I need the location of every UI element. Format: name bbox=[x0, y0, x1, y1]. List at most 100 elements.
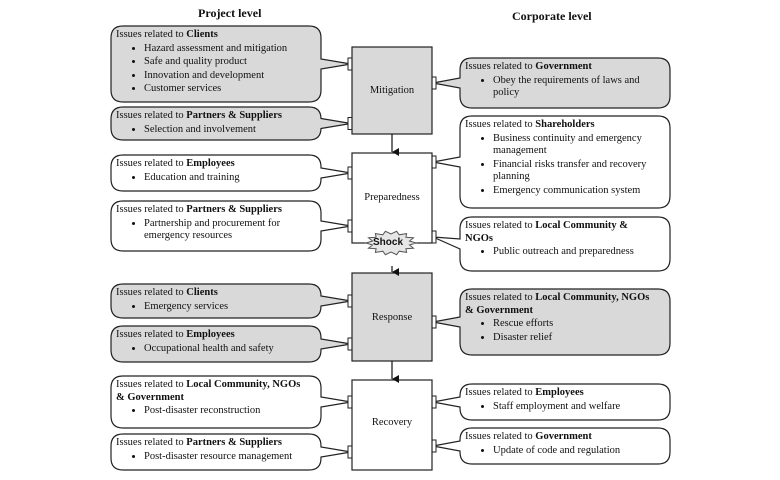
issue-item: Safe and quality product bbox=[144, 55, 307, 69]
callout-shape bbox=[110, 283, 352, 319]
issue-list: Hazard assessment and mitigationSafe and… bbox=[116, 42, 307, 96]
phase-recovery: Recovery bbox=[371, 417, 413, 428]
issue-list: Emergency services bbox=[116, 300, 307, 314]
issue-item: Update of code and regulation bbox=[493, 444, 656, 458]
issue-box-prefix: Issues related to bbox=[116, 110, 187, 121]
phase-box-recovery bbox=[351, 379, 433, 471]
issue-list: Public outreach and preparedness bbox=[465, 245, 656, 259]
issue-list: Partnership and procurement for emergenc… bbox=[116, 217, 307, 243]
issue-box-l-0: Issues related to ClientsHazard assessme… bbox=[111, 26, 319, 102]
issue-item: Emergency services bbox=[144, 300, 307, 314]
phase-mitigation: Mitigation bbox=[369, 85, 415, 96]
issue-box-l-7: Issues related to Partners & SuppliersPo… bbox=[111, 434, 319, 470]
phase-box-preparedness bbox=[351, 152, 433, 244]
issue-box-prefix: Issues related to bbox=[465, 119, 536, 130]
stakeholder-name: Partners & Suppliers bbox=[186, 437, 282, 448]
issue-box-l-5: Issues related to EmployeesOccupational … bbox=[111, 326, 319, 362]
issue-box-title: Issues related to Partners & Suppliers bbox=[116, 204, 307, 217]
issue-box-prefix: Issues related to bbox=[116, 287, 187, 298]
issue-box-prefix: Issues related to bbox=[465, 61, 536, 72]
issue-item: Customer services bbox=[144, 82, 307, 96]
callout-shape bbox=[110, 375, 352, 429]
issue-box-r-12: Issues related to EmployeesStaff employm… bbox=[460, 384, 668, 420]
issue-box-r-11: Issues related to Local Community, NGOs … bbox=[460, 289, 668, 355]
corporate-level-header: Corporate level bbox=[512, 9, 592, 23]
issue-list: Business continuity and emergency manage… bbox=[465, 132, 656, 198]
issue-item: Innovation and development bbox=[144, 69, 307, 83]
callout-shape bbox=[432, 57, 671, 109]
stakeholder-name: Clients bbox=[186, 29, 218, 40]
stakeholder-name: Employees bbox=[186, 329, 235, 340]
issue-box-title: Issues related to Employees bbox=[465, 387, 656, 400]
connector-tick bbox=[431, 439, 437, 453]
issue-box-title: Issues related to Employees bbox=[116, 158, 307, 171]
issue-item: Financial risks transfer and recovery pl… bbox=[493, 158, 656, 184]
issue-item: Obey the requirements of laws and policy bbox=[493, 74, 656, 100]
stakeholder-name: Local Community, NGOs & Government bbox=[465, 292, 650, 316]
issue-box-prefix: Issues related to bbox=[116, 204, 187, 215]
issue-box-l-4: Issues related to ClientsEmergency servi… bbox=[111, 284, 319, 318]
callout-shape bbox=[432, 427, 671, 465]
issue-list: Occupational health and safety bbox=[116, 342, 307, 356]
issue-box-title: Issues related to Partners & Suppliers bbox=[116, 437, 307, 450]
issue-item: Business continuity and emergency manage… bbox=[493, 132, 656, 158]
phase-box-response bbox=[351, 272, 433, 362]
issue-box-title: Issues related to Local Community, NGOs … bbox=[465, 292, 656, 317]
callout-shape bbox=[110, 154, 352, 192]
issue-box-prefix: Issues related to bbox=[465, 220, 536, 231]
issue-box-prefix: Issues related to bbox=[465, 292, 536, 303]
issue-box-prefix: Issues related to bbox=[116, 379, 187, 390]
connector-tick bbox=[431, 76, 437, 90]
issue-box-prefix: Issues related to bbox=[465, 387, 536, 398]
issue-box-title: Issues related to Partners & Suppliers bbox=[116, 110, 307, 123]
stakeholder-name: Local Community, NGOs & Government bbox=[116, 379, 301, 403]
connector-tick bbox=[431, 395, 437, 409]
stakeholder-name: Government bbox=[535, 431, 592, 442]
issue-item: Public outreach and preparedness bbox=[493, 245, 656, 259]
callout-shape bbox=[432, 216, 671, 272]
connector-tick bbox=[347, 294, 353, 308]
stakeholder-name: Partners & Suppliers bbox=[186, 110, 282, 121]
issue-item: Disaster relief bbox=[493, 331, 656, 345]
issue-box-r-8: Issues related to GovernmentObey the req… bbox=[460, 58, 668, 108]
issue-list: Post-disaster resource management bbox=[116, 450, 307, 464]
connector-tick bbox=[347, 117, 353, 130]
issue-item: Hazard assessment and mitigation bbox=[144, 42, 307, 56]
connector-tick bbox=[431, 230, 437, 244]
issue-box-title: Issues related to Shareholders bbox=[465, 119, 656, 132]
issue-box-title: Issues related to Employees bbox=[116, 329, 307, 342]
issue-box-title: Issues related to Local Community, NGOs … bbox=[116, 379, 307, 404]
issue-box-title: Issues related to Clients bbox=[116, 287, 307, 300]
shock-burst bbox=[364, 230, 418, 256]
issue-box-prefix: Issues related to bbox=[116, 29, 187, 40]
issue-item: Post-disaster resource management bbox=[144, 450, 307, 464]
issue-box-l-2: Issues related to EmployeesEducation and… bbox=[111, 155, 319, 191]
callout-shape bbox=[432, 115, 671, 209]
issue-box-title: Issues related to Government bbox=[465, 431, 656, 444]
callout-shape bbox=[110, 25, 352, 103]
project-level-header: Project level bbox=[198, 6, 262, 20]
stakeholder-name: Employees bbox=[186, 158, 235, 169]
issue-box-r-10: Issues related to Local Community & NGOs… bbox=[460, 217, 668, 271]
connector-tick bbox=[347, 219, 353, 233]
issue-box-l-3: Issues related to Partners & SuppliersPa… bbox=[111, 201, 319, 251]
connector-tick bbox=[347, 166, 353, 180]
connector-tick bbox=[347, 337, 353, 351]
issue-item: Partnership and procurement for emergenc… bbox=[144, 217, 307, 243]
connector-tick bbox=[347, 57, 353, 71]
connector-tick bbox=[431, 315, 437, 329]
issue-item: Emergency communication system bbox=[493, 184, 656, 198]
issue-box-l-6: Issues related to Local Community, NGOs … bbox=[111, 376, 319, 428]
issue-box-r-9: Issues related to ShareholdersBusiness c… bbox=[460, 116, 668, 208]
connector-tick bbox=[347, 445, 353, 459]
stakeholder-name: Employees bbox=[535, 387, 584, 398]
stakeholder-name: Partners & Suppliers bbox=[186, 204, 282, 215]
issue-item: Education and training bbox=[144, 171, 307, 185]
issue-list: Obey the requirements of laws and policy bbox=[465, 74, 656, 100]
issue-list: Rescue effortsDisaster relief bbox=[465, 317, 656, 344]
stakeholder-name: Shareholders bbox=[535, 119, 595, 130]
issue-item: Occupational health and safety bbox=[144, 342, 307, 356]
callout-shape bbox=[110, 106, 352, 141]
